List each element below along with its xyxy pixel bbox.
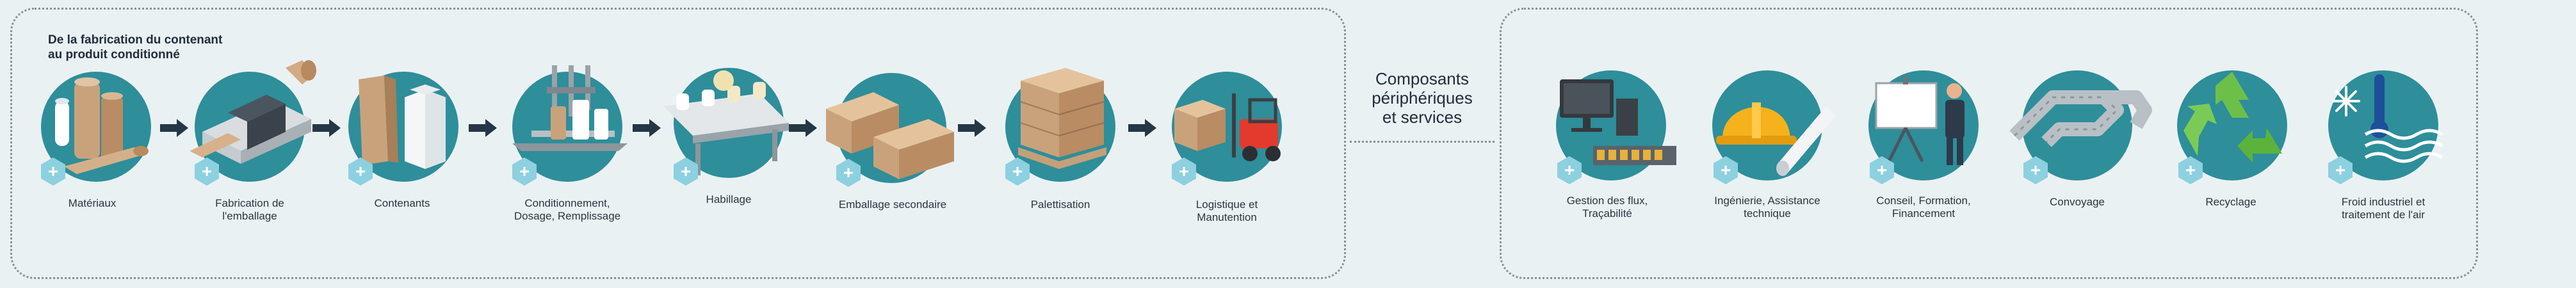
boxes-icon: [826, 92, 954, 179]
service-label: Froid industriel et traitement de l'air: [2341, 196, 2426, 221]
pallet-icon: [1018, 68, 1106, 169]
hard-hat-icon: [1716, 102, 1836, 176]
arrow-right-icon: [789, 119, 817, 137]
service-label: Convoyage: [2049, 196, 2105, 208]
forklift-icon: [1174, 93, 1281, 161]
arrow-right-icon: [469, 119, 497, 137]
arrow-right-icon: [958, 119, 986, 137]
center-title-line1: Composants: [1375, 69, 1469, 88]
paper-rolls-icon: [55, 77, 149, 174]
service-label: Ingénierie, Assistance technique: [1714, 195, 1820, 220]
presentation-board-icon: [1875, 77, 1964, 165]
computer-icon: [1560, 79, 1676, 165]
center-title-line3: et services: [1382, 108, 1462, 127]
step-label: Conditionnement, Dosage, Remplissage: [514, 197, 621, 222]
center-title: Composants périphériques et services: [1350, 69, 1495, 127]
plus-badge-icon[interactable]: +: [674, 157, 698, 186]
step-label: Palettisation: [1030, 198, 1090, 211]
step-label: Logistique et Manutention: [1195, 198, 1258, 223]
thermometer-snowflake-icon: [2332, 74, 2443, 163]
step-label: Matériaux: [68, 197, 117, 209]
arrow-right-icon: [633, 119, 661, 137]
recycle-icon: [2183, 72, 2282, 163]
step-label: Contenants: [374, 197, 430, 209]
labelling-line-icon: [663, 70, 789, 175]
containers-icon: [359, 76, 446, 169]
arrow-right-icon: [160, 119, 188, 137]
service-label: Gestion des flux, Traçabilité: [1566, 195, 1648, 220]
arrow-right-icon: [312, 119, 341, 137]
plus-badge-icon[interactable]: +: [195, 157, 219, 186]
packaging-chain-panel: De la fabrication du contenant au produi…: [10, 8, 1346, 279]
conveyor-icon: [2009, 90, 2152, 147]
plus-badge-icon[interactable]: +: [1005, 157, 1030, 186]
services-panel: [1500, 8, 2478, 279]
service-label: Recyclage: [2205, 196, 2256, 208]
service-label: Conseil, Formation, Financement: [1876, 195, 1971, 220]
dotted-connector: [1350, 141, 1495, 143]
arrow-right-icon: [1128, 119, 1156, 137]
panel-title: De la fabrication du contenant au produi…: [48, 33, 253, 62]
plus-badge-icon[interactable]: +: [836, 159, 861, 187]
step-label: Emballage secondaire: [838, 198, 947, 211]
step-label: Fabrication de l'emballage: [215, 197, 284, 222]
center-title-line2: périphériques: [1372, 88, 1473, 108]
plus-badge-icon[interactable]: +: [1172, 157, 1196, 186]
step-label: Habillage: [706, 193, 752, 205]
panel-title-line2: au produit conditionné: [48, 48, 180, 61]
panel-title-line1: De la fabrication du contenant: [48, 33, 223, 47]
packaging-machine-icon: [190, 60, 316, 164]
filling-machine-icon: [512, 65, 628, 151]
